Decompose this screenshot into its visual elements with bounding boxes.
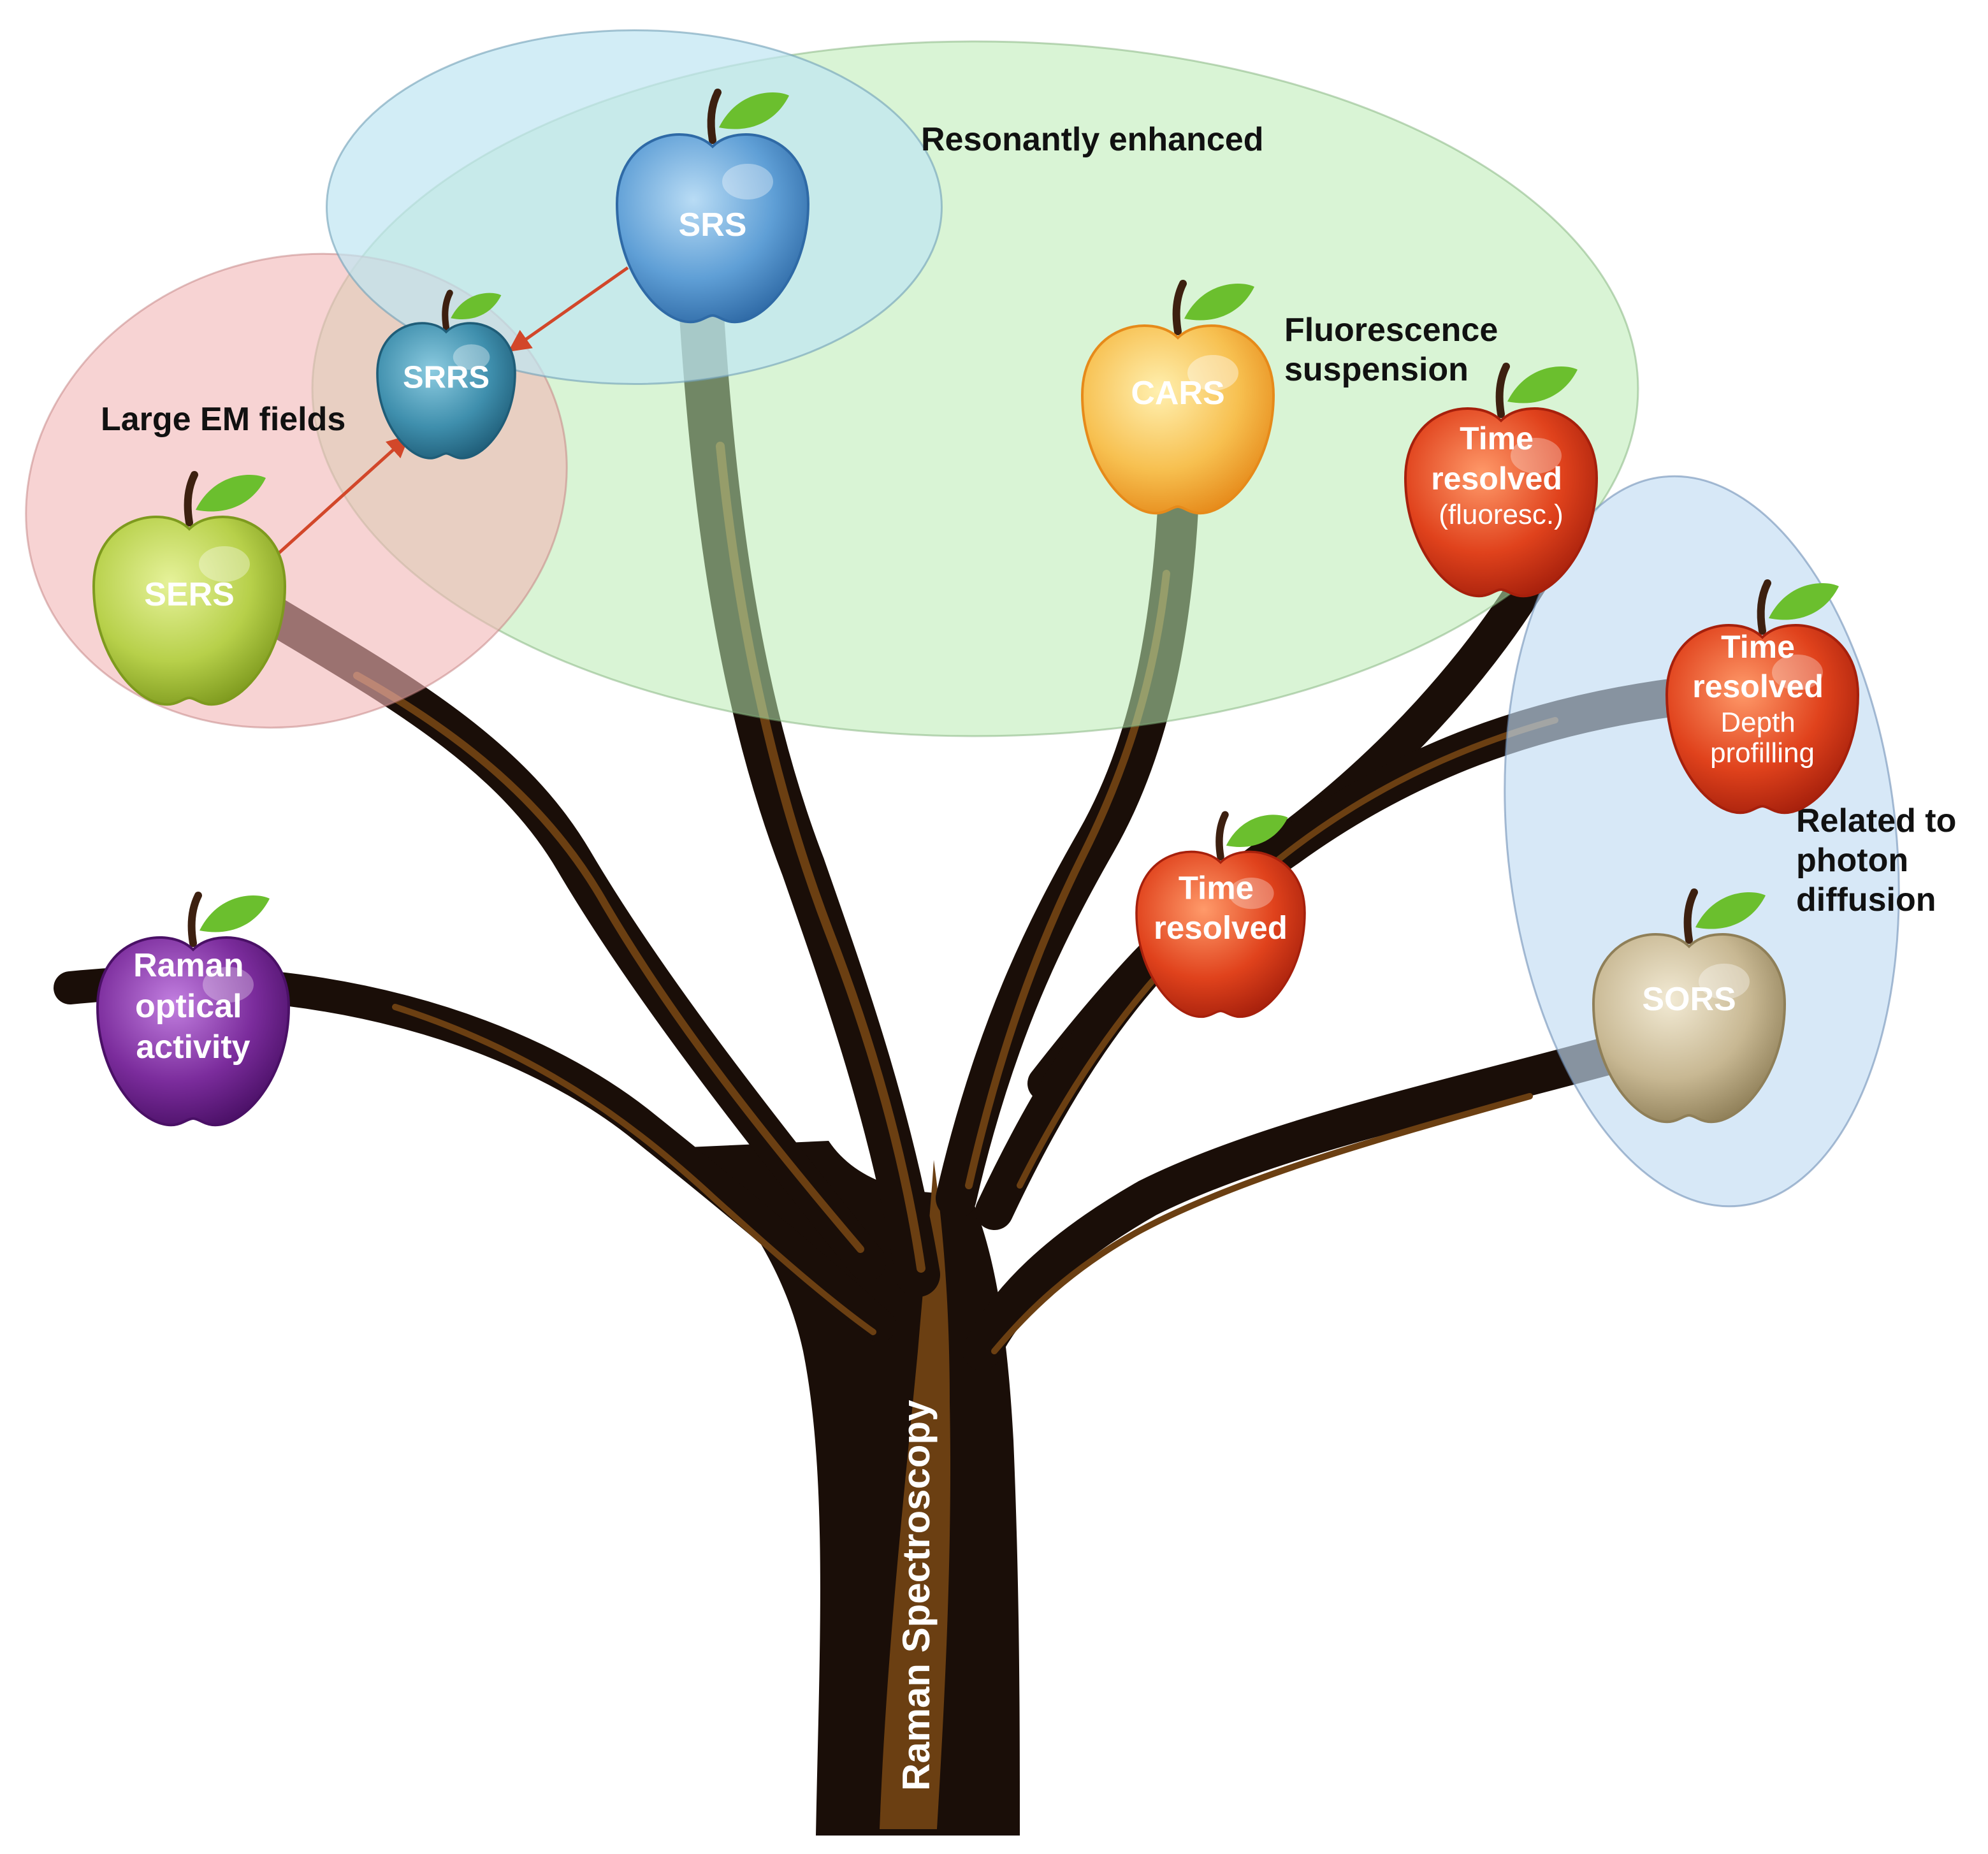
apple-label: Time resolved bbox=[1154, 869, 1288, 945]
apple-sors: SORS bbox=[1592, 888, 1787, 1124]
apple-body bbox=[92, 516, 287, 706]
label-fluorescence-line-1: Fluorescence bbox=[1284, 312, 1498, 349]
apple-label: SRS bbox=[679, 206, 747, 243]
apple-time-resolved: Time resolved bbox=[1135, 811, 1306, 1018]
label-diffusion-line-1: Related to bbox=[1796, 802, 1956, 839]
trunk-highlight bbox=[880, 1160, 950, 1829]
label-fluorescence-line-2: suspension bbox=[1284, 351, 1469, 388]
stem-icon bbox=[442, 289, 453, 331]
label-large-em-fields: Large EM fields bbox=[101, 401, 345, 438]
arrow-sers-to-srrs bbox=[276, 435, 410, 556]
apple-body bbox=[1080, 324, 1275, 515]
stem-icon bbox=[1215, 811, 1229, 861]
leaf-icon bbox=[1507, 366, 1578, 403]
apple-label: SORS bbox=[1642, 981, 1736, 1018]
label-diffusion-line-2: photon bbox=[1796, 842, 1908, 879]
apple-shine bbox=[1772, 655, 1823, 690]
leaf-icon bbox=[1695, 892, 1766, 929]
stem-icon bbox=[1495, 363, 1510, 418]
apple-body bbox=[1665, 624, 1860, 815]
apple-time-resolved-fluoresc: Time resolved (fluoresc.) bbox=[1404, 363, 1599, 598]
apple-body bbox=[1592, 933, 1787, 1124]
apple-label: Raman optical activity bbox=[133, 947, 253, 1066]
apple-cars: CARS bbox=[1080, 280, 1275, 515]
apple-label: Time resolved Depth profilling bbox=[1692, 629, 1832, 769]
apple-shine bbox=[203, 967, 254, 1003]
stem-icon bbox=[184, 471, 198, 526]
label-resonantly-enhanced: Resonantly enhanced bbox=[921, 121, 1263, 158]
branch-sors bbox=[962, 1020, 1689, 1370]
apple-shine bbox=[1699, 964, 1750, 999]
apple-body bbox=[96, 936, 291, 1127]
apple-srrs: SRRS bbox=[376, 289, 516, 460]
trunk-label: Raman Spectroscopy bbox=[895, 1400, 938, 1791]
apple-srs: SRS bbox=[615, 89, 810, 324]
stem-icon bbox=[187, 892, 202, 947]
stem-icon bbox=[1172, 280, 1187, 335]
stem-icon bbox=[1683, 888, 1698, 944]
arrow-srs-to-srrs bbox=[508, 266, 629, 352]
apple-raman-optical-activity: Raman optical activity bbox=[96, 892, 291, 1127]
apple-body bbox=[615, 133, 810, 324]
apple-label: SRRS bbox=[403, 361, 490, 395]
leaf-icon bbox=[1769, 583, 1839, 620]
leaf-icon bbox=[200, 895, 270, 932]
apple-shine bbox=[1511, 438, 1562, 474]
apple-shine bbox=[1229, 877, 1274, 909]
branch-sers-highlight bbox=[353, 672, 864, 1253]
apple-shine bbox=[199, 546, 250, 582]
leaf-icon bbox=[196, 475, 266, 512]
stem-icon bbox=[707, 89, 722, 144]
stem-icon bbox=[1757, 579, 1771, 635]
arrows bbox=[276, 266, 629, 556]
apple-shine bbox=[453, 344, 490, 370]
apple-body bbox=[376, 322, 516, 460]
apple-body bbox=[1135, 850, 1306, 1018]
label-fluorescence-suspension: Fluorescence suspension bbox=[1284, 312, 1507, 388]
apple-shine bbox=[722, 164, 773, 199]
apples: SRS SRRS SERS bbox=[92, 89, 1860, 1127]
branch-roa-highlight bbox=[392, 1004, 876, 1335]
apple-label: CARS bbox=[1131, 375, 1224, 412]
label-diffusion-line-3: diffusion bbox=[1796, 881, 1936, 918]
region-labels: Resonantly enhanced Large EM fields Fluo… bbox=[101, 121, 1966, 918]
apple-sers: SERS bbox=[92, 471, 287, 706]
label-photon-diffusion: Related to photon diffusion bbox=[1796, 802, 1966, 918]
apple-shine bbox=[1187, 355, 1238, 391]
leaf-icon bbox=[1226, 815, 1288, 848]
apple-label: Time resolved (fluoresc.) bbox=[1431, 421, 1571, 530]
apple-label: SERS bbox=[144, 576, 235, 613]
leaf-icon bbox=[719, 92, 789, 129]
apple-time-resolved-depth: Time resolved Depth profilling bbox=[1665, 579, 1860, 815]
leaf-icon bbox=[1184, 284, 1254, 321]
branch-sors-highlight bbox=[991, 1093, 1533, 1354]
leaf-icon bbox=[451, 293, 502, 320]
apple-body bbox=[1404, 407, 1599, 598]
